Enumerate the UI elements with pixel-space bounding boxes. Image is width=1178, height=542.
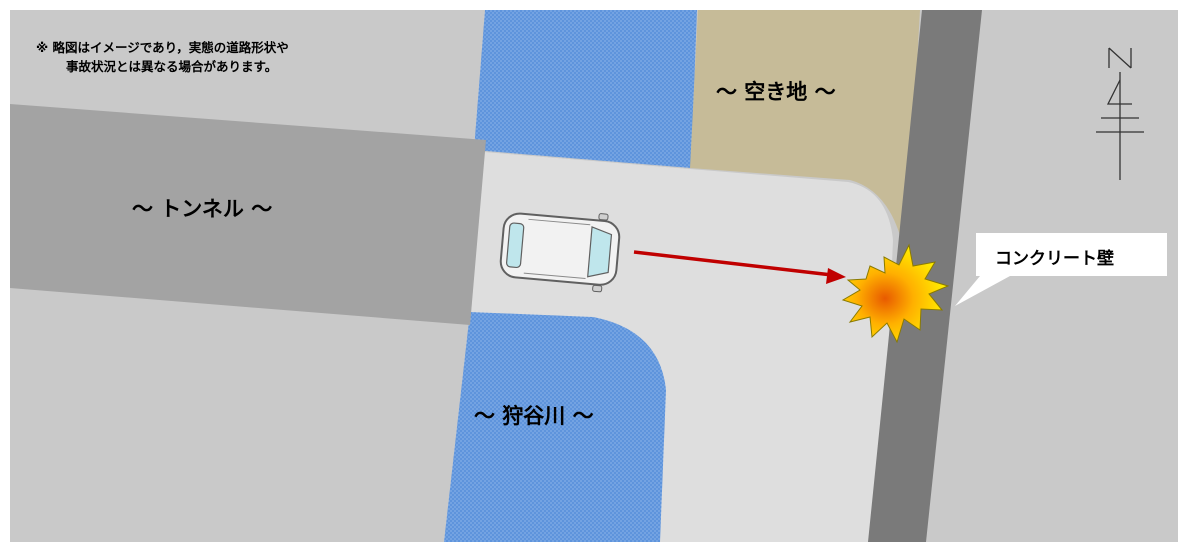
travel-arrowhead xyxy=(826,268,846,284)
wall-label: コンクリート壁 xyxy=(995,249,1114,269)
impact-burst-icon xyxy=(841,243,950,344)
tunnel xyxy=(10,104,486,325)
river-label: ～ 狩谷川 ～ xyxy=(474,404,594,428)
river-lower xyxy=(444,312,666,542)
disclaimer-note: ※ 略図はイメージであり，実態の道路形状や 事故状況とは異なる場合があります。 xyxy=(36,38,376,76)
river-upper xyxy=(474,10,697,168)
north-arrow-icon xyxy=(1096,47,1144,180)
disclaimer-line-1: ※ 略図はイメージであり，実態の道路形状や xyxy=(36,40,289,55)
vehicle xyxy=(499,212,621,293)
vacant-lot-label: ～ 空き地 ～ xyxy=(716,80,836,104)
vacant-lot xyxy=(690,10,920,262)
wall-callout xyxy=(955,233,1167,306)
tunnel-label: ～ トンネル ～ xyxy=(132,197,273,221)
disclaimer-line-2: 事故状況とは異なる場合があります。 xyxy=(66,59,278,74)
travel-arrow xyxy=(633,250,833,277)
